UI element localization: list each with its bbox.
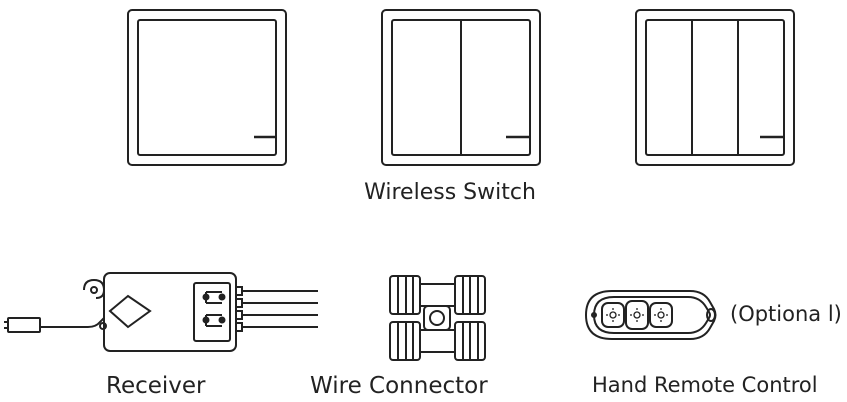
wire-connector-label: Wire Connector bbox=[310, 373, 488, 399]
wall-switch-2-gang bbox=[381, 9, 541, 166]
hand-remote-label: Hand Remote Control bbox=[592, 373, 818, 397]
wall-switch-1-gang bbox=[127, 9, 287, 166]
wireless-switch-label: Wireless Switch bbox=[364, 180, 536, 205]
hand-remote-device bbox=[584, 290, 717, 340]
wall-switch-3-gang bbox=[635, 9, 795, 166]
receiver-label: Receiver bbox=[106, 373, 206, 399]
optional-label: (Optiona l) bbox=[730, 302, 842, 326]
receiver-device bbox=[4, 272, 318, 352]
wire-connector-device bbox=[389, 275, 486, 361]
